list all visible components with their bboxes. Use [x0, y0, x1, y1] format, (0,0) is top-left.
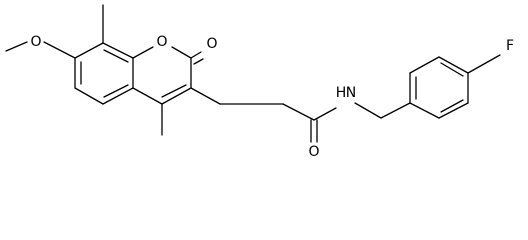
bond-o-c7: [43, 41, 76, 59]
atom-fluorine: F: [506, 38, 514, 54]
bond-c2-exo-o-2: [193, 58, 204, 65]
bond-c8a-o1: [132, 46, 154, 59]
bond-c3-c4: [161, 87, 192, 105]
structure-canvas: O O O H N O F: [5, 4, 514, 160]
bond-c3-ch2a: [190, 87, 221, 105]
atom-methoxy-oxygen: O: [30, 34, 41, 50]
bond-c8-c8a: [102, 42, 134, 59]
bond-methyl-o: [5, 41, 28, 52]
atom-lactone-carbonyl-oxygen: O: [206, 36, 217, 52]
bond-ph5-ph6: [409, 56, 440, 74]
molecule-drawing: O O O H N O F: [5, 4, 514, 160]
bond-c2-exo-o: [190, 51, 202, 59]
bond-ch2-ring: [380, 102, 411, 119]
atom-amide-nitrogen: N: [346, 85, 356, 101]
bond-c4-c4a: [132, 87, 163, 105]
bond-ph2-ph3-inner: [440, 99, 464, 113]
bond-carbonyl-n: [313, 107, 337, 121]
bond-n-ch2: [354, 102, 382, 119]
bond-c3-c4-inner: [161, 84, 187, 98]
bond-ch2b-carbonyl: [282, 103, 315, 121]
bond-ph4-f: [467, 54, 501, 74]
atom-ring-oxygen: O: [156, 34, 167, 50]
bond-c4a-c5: [102, 87, 134, 105]
bond-ph1-ph2: [409, 102, 440, 119]
bond-c7-c8: [74, 42, 104, 59]
bond-ph4-ph5-inner: [440, 62, 464, 77]
bond-c4a-c5-inner: [103, 84, 129, 98]
atom-amide-hydrogen: H: [336, 85, 347, 101]
bond-c8-c8a-inner: [103, 49, 129, 63]
bond-o1-c2: [171, 46, 192, 59]
bond-c5-c6: [74, 87, 104, 105]
atom-amide-carbonyl-oxygen: O: [308, 144, 319, 160]
bond-ph2-ph3: [438, 102, 469, 119]
bond-ph4-ph5: [438, 56, 469, 74]
